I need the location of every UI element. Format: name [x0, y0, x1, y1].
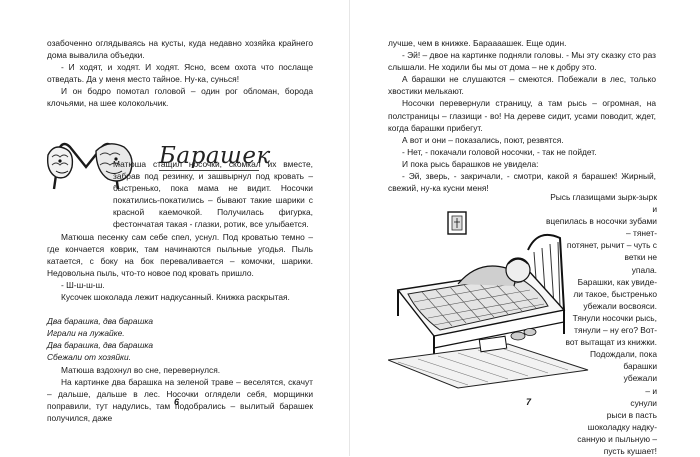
paragraph: На картинке два барашка на зеленой траве…	[47, 376, 313, 423]
text-line: упала.	[631, 264, 657, 275]
paragraph: лучше, чем в книжке. Бараааашек. Еще оди…	[388, 38, 567, 48]
paragraph: Матюша песенку сам себе спел, уснул. Под…	[47, 231, 313, 278]
paragraph: И он бодро помотал головой – один рог об…	[47, 86, 313, 109]
paragraph: Носочки перевернули страницу, а там рысь…	[388, 98, 656, 133]
text-line: Барашки, как увиде-	[577, 276, 657, 287]
text-line: ли такое, быстренько	[573, 288, 657, 299]
paragraph: - И ходят, и ходят. И ходят. Ясно, всем …	[47, 62, 313, 85]
sock-letter-illustration	[46, 142, 133, 190]
text-line: убежали	[623, 373, 657, 384]
text-line: убежали восвояси.	[583, 300, 657, 311]
text-line: Рысь глазищами зырк-зырк и	[550, 192, 657, 215]
paragraph: - Ш-ш-ш-ш.	[61, 279, 105, 290]
paragraph: И пока рысь барашков не увидела:	[402, 158, 539, 169]
poem-line: Два барашка, два барашка	[47, 316, 154, 327]
paragraph: - Эй! – двое на картинке подняли головы.…	[388, 50, 656, 73]
poem-line: Играли на лужайке.	[47, 328, 125, 339]
text-line: рыси в пасть	[606, 409, 657, 420]
bed-illustration	[388, 211, 589, 389]
paragraph: Матюша стащил носочки, скомкал их вместе…	[113, 159, 313, 230]
text-line: потянет, рычит – чуть с ветки не	[566, 240, 657, 263]
left-top-text: озабоченно оглядываясь на кусты, куда не…	[47, 37, 313, 110]
left-page: озабоченно оглядываясь на кусты, куда не…	[0, 0, 350, 456]
text-line: пусть кушает!	[603, 445, 657, 456]
right-page: лучше, чем в книжке. Бараааашек. Еще оди…	[350, 0, 700, 456]
text-line: санную и пыльную –	[577, 433, 657, 444]
text-line: Подождали, пока	[589, 349, 657, 360]
chapter-title: Барашек	[159, 143, 271, 169]
text-line: тянули – ну его? Вот-	[574, 325, 657, 336]
paragraph: озабоченно оглядываясь на кусты, куда не…	[47, 38, 313, 61]
paragraph: Матюша вздохнул во сне, перевернулся.	[61, 364, 221, 375]
paragraph: - Эй, зверь, - закричали, - смотри, како…	[388, 171, 656, 194]
page-gutter	[349, 0, 350, 456]
text-line: вцепилась в носочки зубами – тянет-	[545, 216, 657, 239]
right-side-text: Рысь глазищами зырк-зырк и вцепилась в н…	[545, 191, 657, 457]
poem-line: Два барашка, два барашка	[47, 340, 154, 351]
paragraph: А барашки не слушаются – смеются. Побежа…	[388, 74, 656, 97]
paragraph: - Нет, - покачали головой носочки, - так…	[402, 146, 597, 157]
text-line: барашки	[623, 361, 657, 372]
page-number: 7	[526, 397, 532, 407]
text-line: вот вытащат из книжки.	[565, 337, 657, 348]
text-line: – и	[645, 385, 657, 396]
left-chapter-text: Матюша стащил носочки, скомкал их вместе…	[47, 158, 313, 424]
text-line: сунули	[630, 397, 657, 408]
poem: Два барашка, два барашка Играли на лужай…	[47, 315, 313, 363]
right-top-text: лучше, чем в книжке. Бараааашек. Еще оди…	[388, 37, 656, 194]
paragraph: А вот и они – показались, поют, резвятся…	[402, 134, 564, 145]
poem-line: Сбежали от хозяйки.	[47, 352, 131, 363]
text-line: Тянули носочки рысь,	[572, 312, 657, 323]
page-number: 6	[174, 397, 180, 407]
paragraph: Кусочек шоколада лежит надкусанный. Книж…	[61, 292, 290, 303]
text-line: шоколадку надку-	[587, 421, 657, 432]
